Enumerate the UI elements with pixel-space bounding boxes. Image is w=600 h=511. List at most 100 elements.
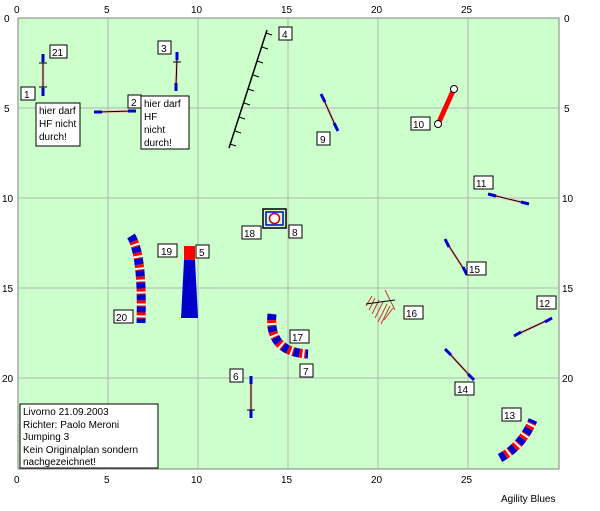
axis-right: 0 5 10 15 20 [562,14,574,385]
svg-text:nicht: nicht [144,125,165,136]
axis-bottom: 0 5 10 15 20 25 [14,475,473,486]
tick-label: 25 [461,5,473,16]
tunnel-20 [127,233,146,324]
tick-label: 20 [371,475,383,486]
info-box: Livorno 21.09.2003 Richter: Paolo Meroni… [19,403,159,469]
svg-text:6: 6 [233,372,239,383]
svg-text:11: 11 [476,179,487,190]
svg-text:20: 20 [116,313,128,324]
label-7: 7 [299,363,314,378]
label-21: 21 [49,44,68,59]
label-6: 6 [229,368,244,383]
jump-9 [319,93,340,132]
info-line: Jumping 3 [23,432,70,443]
credit: Agility Blues [501,494,555,505]
tick-label: 20 [2,374,14,385]
tick-label: 0 [14,5,20,16]
label-11: 11 [473,175,494,190]
tick-label: 10 [191,5,203,16]
tick-label: 25 [461,475,473,486]
label-15: 15 [466,261,487,276]
svg-text:21: 21 [52,48,64,59]
svg-text:hier darf: hier darf [144,99,181,110]
jump-15 [443,238,469,276]
svg-text:15: 15 [469,265,481,276]
svg-text:16: 16 [406,309,418,320]
svg-text:durch!: durch! [39,132,67,143]
svg-text:hier darf: hier darf [39,106,76,117]
label-12: 12 [536,295,557,310]
tick-label: 10 [562,194,574,205]
label-14: 14 [454,381,475,396]
tick-label: 15 [2,284,14,295]
label-8: 8 [288,224,303,239]
tick-label: 20 [371,5,383,16]
label-4: 4 [278,26,293,41]
tick-label: 5 [104,475,110,486]
obstacle-10 [434,85,458,128]
svg-text:3: 3 [161,44,167,55]
tick-label: 15 [281,475,293,486]
label-16: 16 [403,305,424,320]
jump-12 [513,316,553,338]
svg-text:18: 18 [244,229,256,240]
jump-11 [487,192,530,206]
label-18: 18 [241,225,262,240]
axis-left: 0 5 10 15 20 [2,14,14,385]
label-10: 10 [410,116,431,131]
svg-text:4: 4 [282,30,288,41]
svg-text:10: 10 [413,120,425,131]
jump-21 [39,54,47,96]
tick-label: 10 [191,475,203,486]
label-9: 9 [316,131,331,146]
tick-label: 0 [564,14,570,25]
obstacle-5 [181,246,198,318]
label-17: 17 [289,329,310,344]
tick-label: 5 [4,104,10,115]
axis-top: 0 5 10 15 20 25 [14,5,473,16]
info-line: Kein Originalplan sondern [23,445,138,456]
label-3: 3 [157,40,172,55]
grid [18,18,559,469]
svg-text:7: 7 [303,367,309,378]
tire-8-18 [262,208,287,229]
svg-text:5: 5 [199,248,205,259]
svg-text:HF: HF [144,112,157,123]
obstacle-4 [228,29,273,149]
note-right: hier darf HF nicht durch! [140,95,190,150]
jump-14 [443,347,476,382]
tick-label: 10 [2,194,14,205]
svg-text:8: 8 [292,228,298,239]
info-line: Livorno 21.09.2003 [23,407,109,418]
tick-label: 0 [4,14,10,25]
tick-label: 5 [104,5,110,16]
info-line: nachgezeichnet! [23,457,96,468]
note-left: hier darf HF nicht durch! [35,102,81,147]
jump-2 [94,109,136,114]
label-20: 20 [113,309,134,324]
svg-text:17: 17 [292,333,304,344]
tick-label: 15 [281,5,293,16]
tunnel-13 [497,418,538,462]
weave-16 [365,289,396,325]
label-2: 2 [127,94,142,109]
svg-text:2: 2 [131,98,137,109]
svg-text:19: 19 [161,247,173,258]
obstacle-labels: 1 21 2 3 4 5 19 6 7 17 8 18 9 10 11 12 1… [20,26,557,422]
jump-3 [173,52,181,91]
svg-text:12: 12 [539,299,551,310]
svg-text:13: 13 [504,411,516,422]
tick-label: 0 [14,475,20,486]
svg-text:1: 1 [24,90,30,101]
svg-text:durch!: durch! [144,138,172,149]
label-13: 13 [501,407,522,422]
jump-6 [247,376,255,418]
tunnel-7-17 [267,313,309,359]
svg-text:HF nicht: HF nicht [39,119,76,130]
tick-label: 15 [562,284,574,295]
tick-label: 5 [564,104,570,115]
svg-text:14: 14 [457,385,469,396]
svg-text:9: 9 [320,135,326,146]
